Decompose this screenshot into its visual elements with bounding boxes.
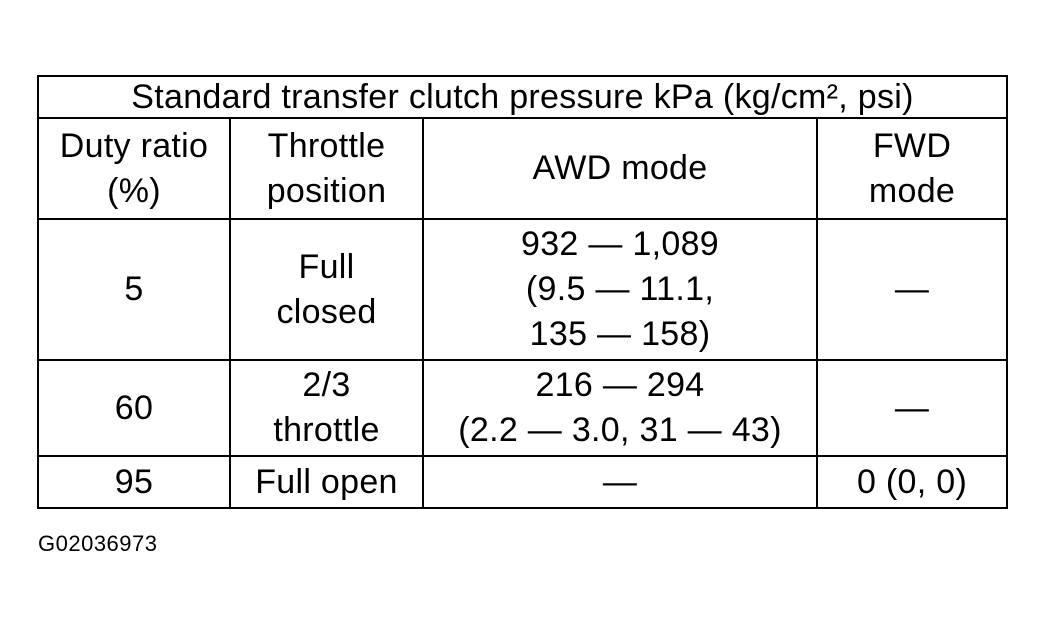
cell-text: closed xyxy=(276,292,377,331)
header-awd-mode: AWD mode xyxy=(422,117,818,220)
header-throttle-position: Throttle position xyxy=(229,117,424,220)
table-row: 95 Full open — 0 (0, 0) xyxy=(37,455,1009,509)
header-text: position xyxy=(266,171,387,210)
table-title: Standard transfer clutch pressure kPa (k… xyxy=(36,75,1009,119)
cell-text: (2.2 — 3.0, 31 — 43) xyxy=(458,411,782,449)
header-text: Throttle xyxy=(267,126,386,165)
cell-awd-mode: 932 — 1,089 (9.5 — 11.1, 135 — 158) xyxy=(422,218,818,361)
cell-awd-mode: 216 — 294 (2.2 — 3.0, 31 — 43) xyxy=(422,359,818,457)
header-text: Duty ratio xyxy=(59,126,209,165)
header-text: mode xyxy=(868,171,956,210)
table-row: 60 2/3 throttle 216 — 294 (2.2 — 3.0, 31… xyxy=(37,359,1009,457)
cell-throttle-position: Full closed xyxy=(229,218,424,361)
cell-text: throttle xyxy=(273,411,380,449)
header-text: AWD mode xyxy=(532,149,708,187)
cell-throttle-position: Full open xyxy=(229,455,424,509)
header-duty-ratio: Duty ratio (%) xyxy=(37,117,231,220)
cell-text: — xyxy=(602,462,638,501)
cell-text: 2/3 xyxy=(302,366,351,404)
cell-text: 932 — 1,089 xyxy=(520,225,719,263)
header-row: Duty ratio (%) Throttle position AWD mod… xyxy=(37,117,1009,220)
header-text: (%) xyxy=(107,171,161,210)
cell-awd-mode: — xyxy=(422,455,818,509)
cell-text: (9.5 — 11.1, xyxy=(525,270,715,308)
figure-id: G02036973 xyxy=(38,531,158,556)
cell-fwd-mode: — xyxy=(815,359,1009,457)
cell-text: 216 — 294 xyxy=(535,366,705,404)
cell-fwd-mode: 0 (0, 0) xyxy=(815,455,1009,509)
cell-duty-ratio: 5 xyxy=(37,218,231,361)
cell-text: 135 — 158) xyxy=(529,315,711,353)
header-text: FWD xyxy=(872,126,952,165)
transfer-clutch-pressure-table: Standard transfer clutch pressure kPa (k… xyxy=(36,75,1009,509)
cell-text: Full open xyxy=(255,462,398,501)
cell-fwd-mode: — xyxy=(815,218,1009,361)
cell-text: Full xyxy=(298,247,355,286)
cell-duty-ratio: 95 xyxy=(37,455,231,509)
cell-duty-ratio: 60 xyxy=(37,359,231,457)
table-row: 5 Full closed 932 — 1,089 (9.5 — 11.1, 1… xyxy=(37,218,1009,361)
cell-throttle-position: 2/3 throttle xyxy=(229,359,424,457)
header-fwd-mode: FWD mode xyxy=(815,117,1009,220)
